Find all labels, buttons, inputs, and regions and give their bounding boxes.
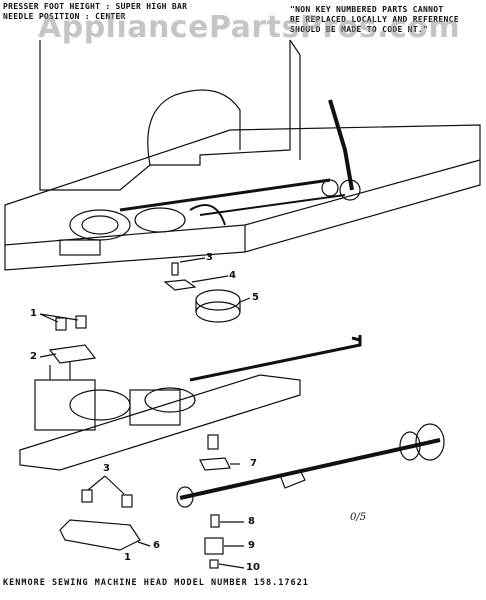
callout-2: 2 <box>30 351 37 362</box>
note-line-2: BE REPLACED LOCALLY AND REFERENCE <box>290 15 459 24</box>
callout-3: 3 <box>206 252 213 263</box>
machine-arm-outline <box>39 40 291 191</box>
watermark: AppliancePartsPros.com <box>38 10 461 45</box>
note-line-1: "NON KEY NUMBERED PARTS CANNOT <box>290 5 444 14</box>
callout-10: 10 <box>246 562 260 573</box>
model-footer: KENMORE SEWING MACHINE HEAD MODEL NUMBER… <box>3 578 309 588</box>
note-line-3: SHOULD BE MADE TO CODE NT." <box>290 25 429 34</box>
callout-8: 8 <box>248 516 255 527</box>
callout-7: 7 <box>250 458 257 469</box>
feed-plate-outline <box>19 374 301 471</box>
callout-3-lower: 3 <box>103 463 110 474</box>
presser-foot-height-text: PRESSER FOOT HEIGHT : SUPER HIGH BAR <box>3 2 188 11</box>
handwritten-note: 0/5 <box>350 512 367 523</box>
callout-1: 1 <box>30 308 37 319</box>
machine-bed-outline <box>4 124 481 246</box>
callout-6: 6 <box>153 540 160 551</box>
callout-1-lower: 1 <box>124 552 131 563</box>
callout-4: 4 <box>229 270 236 281</box>
needle-position-text: NEEDLE POSITION : CENTER <box>3 12 126 21</box>
callout-5: 5 <box>252 292 259 303</box>
callout-9: 9 <box>248 540 255 551</box>
